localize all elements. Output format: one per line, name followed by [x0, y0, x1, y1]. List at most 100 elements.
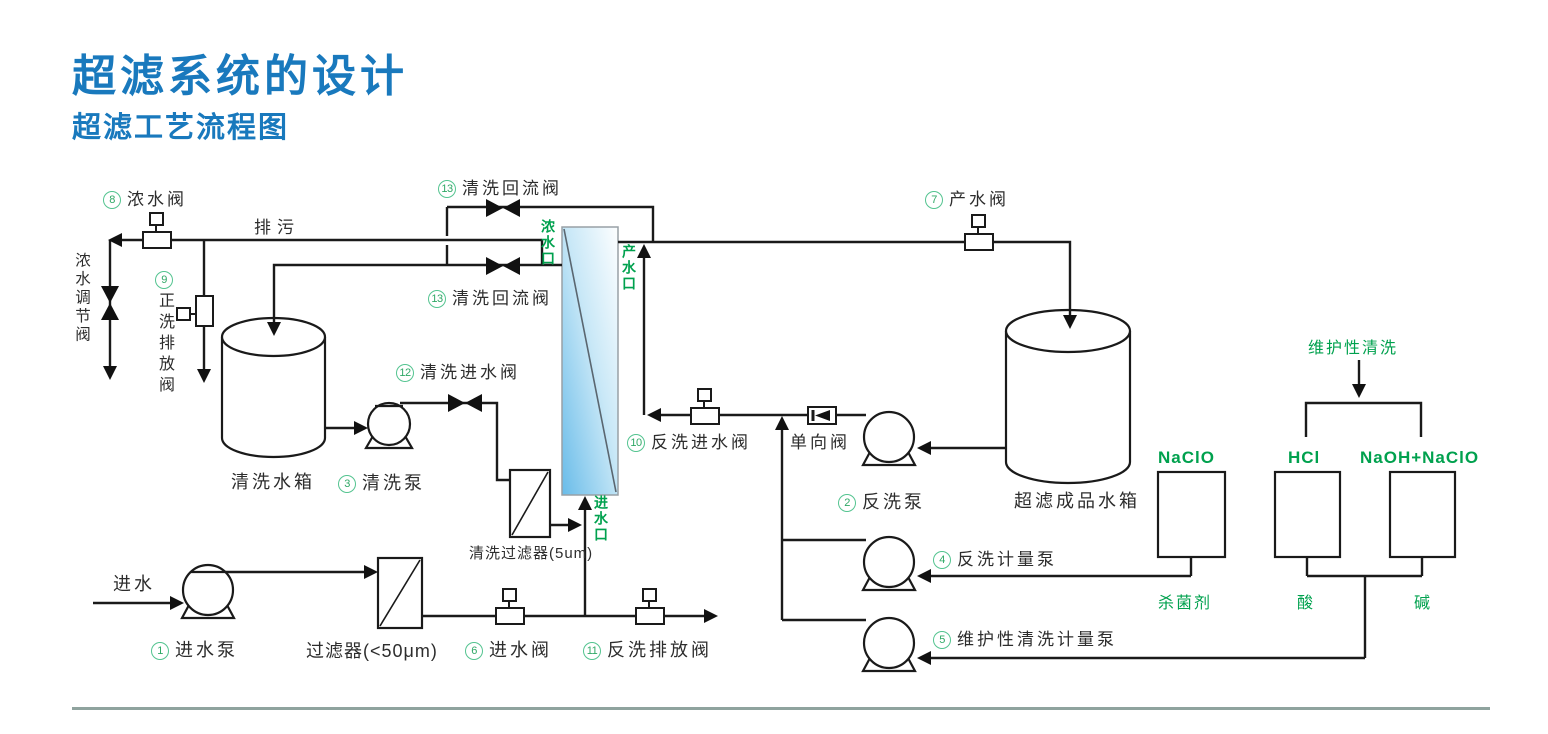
arrow-concentrate-down [103, 366, 117, 380]
circled-number: 5 [933, 631, 951, 650]
acid-alkali-dosing-line [930, 557, 1424, 660]
arrow-concentrate-left [108, 233, 122, 247]
label-naoh-naclo: NaOH+NaClO [1360, 448, 1480, 467]
feed-valve-symbol [495, 588, 525, 625]
arrow-to-pump4 [917, 569, 931, 583]
arrow-cleaning-filter-out [568, 518, 582, 532]
label-concentrate-valve: 8 浓水阀 [103, 190, 187, 210]
arrow-feed-port-up [578, 496, 592, 510]
arrow-backwash-left [647, 408, 661, 422]
maintenance-metering-pump-symbol [861, 616, 917, 673]
cleaning-return-valve-bottom-symbol [486, 257, 520, 275]
circled-number: 4 [933, 551, 951, 570]
circled-number: 7 [925, 191, 943, 210]
label-product-tank: 超滤成品水箱 [1014, 491, 1140, 511]
maintenance-bracket [1304, 401, 1423, 437]
arrow-to-backwash-pump [917, 441, 931, 455]
page-title: 超滤系统的设计 [72, 52, 408, 101]
label-backwash-pump: 2 反洗泵 [838, 492, 925, 513]
label-cleaning-inlet-valve: 12 清洗进水阀 [396, 363, 520, 383]
product-valve-symbol [964, 214, 994, 251]
naclo-tank [1156, 470, 1227, 559]
arrow-forward-flush-down [197, 369, 211, 383]
arrow-to-pump5 [917, 651, 931, 665]
pumps [180, 401, 917, 673]
naclo-dosing-line [930, 557, 1193, 578]
label-maintenance-cleaning: 维护性清洗 [1308, 340, 1399, 357]
forward-flush-drain-valve-symbol [176, 295, 214, 327]
valves [142, 212, 994, 625]
naoh-naclo-tank [1388, 470, 1457, 559]
cleaning-return-valve-top-symbol [486, 199, 520, 217]
backwash-inlet-valve-symbol [690, 388, 720, 425]
arrow-feed-in [170, 596, 184, 610]
arrow-into-cleaning-tank [267, 322, 281, 336]
label-cleaning-return-valve-top: 13 清洗回流阀 [438, 179, 562, 199]
label-alkali: 碱 [1414, 595, 1433, 612]
arrow-into-product-tank [1063, 315, 1077, 329]
label-naclo: NaClO [1158, 448, 1215, 467]
circled-number: 13 [438, 180, 456, 199]
label-check-valve: 单向阀 [790, 433, 850, 452]
uf-product-water-tank [1004, 308, 1132, 485]
bowtie-valves [101, 199, 520, 412]
label-feed-pump: 1 进水泵 [151, 640, 238, 661]
circled-number: 12 [396, 364, 414, 383]
label-concentrate-port: 浓水口 [540, 219, 556, 267]
circled-number: 6 [465, 641, 483, 660]
pump3-outlet-line [400, 401, 510, 482]
circled-number: 3 [338, 474, 356, 493]
concentrate-port-line [272, 263, 562, 323]
label-feed-water: 进水 [113, 574, 155, 594]
circled-number: 13 [428, 290, 446, 309]
circled-number: 9 [155, 271, 173, 289]
label-drain: 排污 [254, 218, 300, 237]
cleaning-water-tank [220, 316, 327, 459]
label-hcl: HCl [1288, 448, 1321, 467]
label-backwash-inlet-valve: 10 反洗进水阀 [627, 433, 751, 453]
label-forward-flush-drain-valve: 9 正洗排放阀 [152, 271, 176, 397]
label-cleaning-pump: 3 清洗泵 [338, 473, 425, 494]
check-valve-symbol [807, 406, 837, 425]
label-feed-filter: 过滤器(<50μm) [306, 641, 438, 661]
feed-filter-symbol [376, 556, 424, 630]
circled-number: 8 [103, 191, 121, 210]
label-cleaning-tank: 清洗水箱 [231, 472, 315, 492]
label-cleaning-return-valve-bottom: 13 清洗回流阀 [428, 289, 552, 309]
label-backwash-drain-valve: 11 反洗排放阀 [583, 640, 712, 661]
label-feed-port: 进水口 [593, 495, 609, 543]
circled-number: 2 [838, 493, 856, 512]
flow-arrows [103, 233, 1366, 665]
label-cleaning-filter: 清洗过滤器(5um) [469, 545, 594, 562]
concentrate-regulating-valve-symbol [101, 286, 119, 320]
label-feed-valve: 6 进水阀 [465, 640, 552, 661]
circled-number: 1 [151, 641, 169, 660]
label-biocide: 杀菌剂 [1158, 595, 1213, 612]
uf-membrane-module [561, 226, 619, 496]
label-concentrate-regulating-valve: 浓水调节阀 [73, 252, 90, 345]
arrow-drain-out [704, 609, 718, 623]
cleaning-pump-symbol [364, 401, 414, 450]
cleaning-inlet-valve-symbol [448, 394, 482, 412]
arrow-to-feed-filter [364, 565, 378, 579]
label-product-port: 产水口 [621, 244, 637, 292]
backwash-pump-symbol [861, 410, 917, 467]
circled-number: 10 [627, 434, 645, 453]
hcl-tank [1273, 470, 1342, 559]
label-acid: 酸 [1297, 595, 1316, 612]
arrow-to-cleaning-pump [354, 421, 368, 435]
backwash-drain-valve-symbol [635, 588, 665, 625]
chemical-tanks [1156, 470, 1457, 559]
arrow-product-port-up [637, 244, 651, 258]
page-subtitle: 超滤工艺流程图 [72, 112, 290, 144]
label-maintenance-metering-pump: 5 维护性清洗计量泵 [933, 630, 1117, 650]
concentrate-valve-symbol [142, 212, 172, 249]
product-line [618, 240, 1072, 316]
arrow-metering-up [775, 416, 789, 430]
label-product-valve: 7 产水阀 [925, 190, 1009, 210]
cleaning-filter-symbol [508, 468, 552, 539]
circled-number: 11 [583, 641, 601, 660]
feed-pump-symbol [180, 563, 236, 620]
